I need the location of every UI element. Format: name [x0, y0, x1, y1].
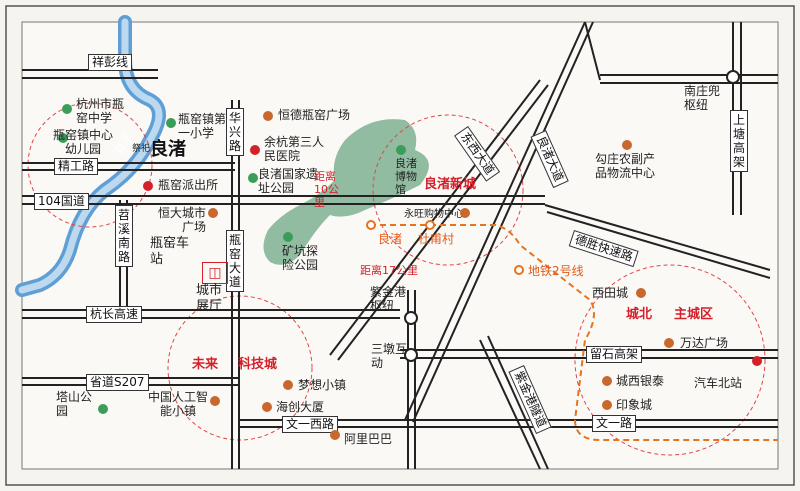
metro-line-label: 地铁2号线: [528, 264, 584, 278]
road-label-jinghu: 精工路: [54, 158, 99, 175]
label-qiche-beizhan: 汽车北站: [694, 376, 743, 390]
road-label-huaxing: 华兴路: [226, 108, 244, 156]
road-label-pingyao-dadao: 瓶窑大道: [226, 230, 244, 292]
hospital-icon: [250, 145, 260, 155]
label-yinxiang: 印象城: [616, 398, 653, 412]
liangzhu-circle: [372, 114, 524, 266]
park-icon: [98, 404, 108, 414]
mountain-green-area: [263, 119, 429, 265]
metro-line-2: [370, 224, 778, 441]
area-weilai: 未来: [192, 357, 219, 372]
outer-frame: [5, 5, 795, 486]
label-mine-park: 矿坑探险公园: [282, 244, 319, 272]
label-nanzhuangdou: 南庄兜枢纽: [684, 84, 721, 112]
mall-icon: [263, 111, 273, 121]
label-chengxi-yintai: 城西银泰: [616, 374, 665, 388]
road-label-s207: 省道S207: [86, 374, 149, 391]
park-icon: [248, 173, 258, 183]
road-label-wenyi: 文一路: [592, 415, 637, 432]
building-icon: [262, 402, 272, 412]
liangzhu-logo: 良渚: [150, 139, 186, 160]
metro-stop-dupu: 杜甫村: [418, 232, 455, 246]
label-gouzhuang: 勾庄农副产品物流中心: [595, 152, 656, 180]
nanzhuangdou-hub-icon: [726, 70, 740, 84]
bus-station-icon: [752, 356, 762, 366]
school-icon: [62, 104, 72, 114]
metro-stop-icon: [366, 220, 376, 230]
label-ai-town: 中国人工智能小镇: [148, 390, 209, 418]
area-keji: 科技城: [238, 357, 278, 372]
label-haichuang: 海创大厦: [276, 400, 325, 414]
label-hangzhou-middle: 杭州市瓶窑中学: [76, 97, 125, 125]
mall-icon: [602, 376, 612, 386]
label-exhibition: 城市展厅: [196, 283, 223, 314]
town-icon: [210, 396, 220, 406]
town-icon: [283, 380, 293, 390]
label-yuhang-hospital: 余杭第三人民医院: [264, 135, 325, 163]
area-zhucheng: 主城区: [674, 307, 714, 322]
distance-10: 距离10公里: [314, 170, 339, 209]
pingyao-circle: [27, 102, 153, 228]
road-label-shangtang: 上塘高架: [730, 110, 748, 172]
logistics-icon: [622, 140, 632, 150]
label-yongwang: 永旺购物中心: [404, 209, 464, 220]
distance-17: 距离17公里: [360, 264, 418, 277]
label-liangzhu-museum: 良渚博物馆: [395, 157, 417, 196]
mall-icon: [636, 288, 646, 298]
label-alibaba: 阿里巴巴: [344, 432, 393, 446]
mall-icon: [208, 208, 218, 218]
company-icon: [330, 430, 340, 440]
road-label-tiaoxi-nan: 苕溪南路: [115, 205, 133, 267]
zijingang-hub-icon: [404, 311, 418, 325]
park-icon: [283, 232, 293, 242]
school-icon: [166, 118, 176, 128]
label-dream-town: 梦想小镇: [298, 378, 347, 392]
mall-icon: [664, 338, 674, 348]
label-hengda: 恒大城市广场: [157, 206, 206, 234]
road-label-hangchang: 杭长高速: [86, 306, 143, 323]
label-hengde: 恒德瓶窑广场: [278, 108, 351, 122]
label-tashan: 塔山公园: [56, 390, 93, 418]
label-wanda: 万达广场: [680, 336, 729, 350]
label-primary-school: 瓶窑镇第一小学: [178, 112, 227, 140]
police-icon: [143, 181, 153, 191]
label-xitian: 西田城: [592, 286, 629, 300]
label-kindergarten: 瓶窑镇中心幼儿园: [52, 128, 113, 156]
label-police: 瓶窑派出所: [158, 178, 219, 192]
label-liangzhu-park: 良渚国家遗址公园: [258, 167, 319, 195]
label-station: 瓶窑车站: [150, 236, 190, 267]
liangzhu-logo-sub: 祭祀: [132, 144, 151, 154]
label-sandun: 三墩互动: [371, 342, 408, 370]
school-icon: [58, 133, 68, 143]
area-chengbei: 城北: [626, 307, 653, 322]
metro-stop-liangzhu: 良渚: [378, 232, 403, 246]
area-liangzhu-new: 良渚新城: [424, 177, 477, 192]
metro-icon: [514, 265, 524, 275]
road-label-liushi: 留石高架: [586, 346, 643, 363]
mall-icon: [460, 208, 470, 218]
road-label-xiangpeng: 祥彭线: [88, 54, 133, 71]
metro-stop-icon: [425, 220, 435, 230]
mall-icon: [602, 400, 612, 410]
exhibition-logo-icon: ◫: [202, 262, 228, 284]
chengbei-circle: [574, 264, 766, 456]
label-zijingang-hub: 紫金港枢纽: [370, 285, 407, 313]
road-label-104: 104国道: [34, 193, 89, 210]
sandun-hub-icon: [404, 348, 418, 362]
museum-icon: [396, 145, 406, 155]
road-label-wenyi-xi: 文一西路: [282, 416, 339, 433]
